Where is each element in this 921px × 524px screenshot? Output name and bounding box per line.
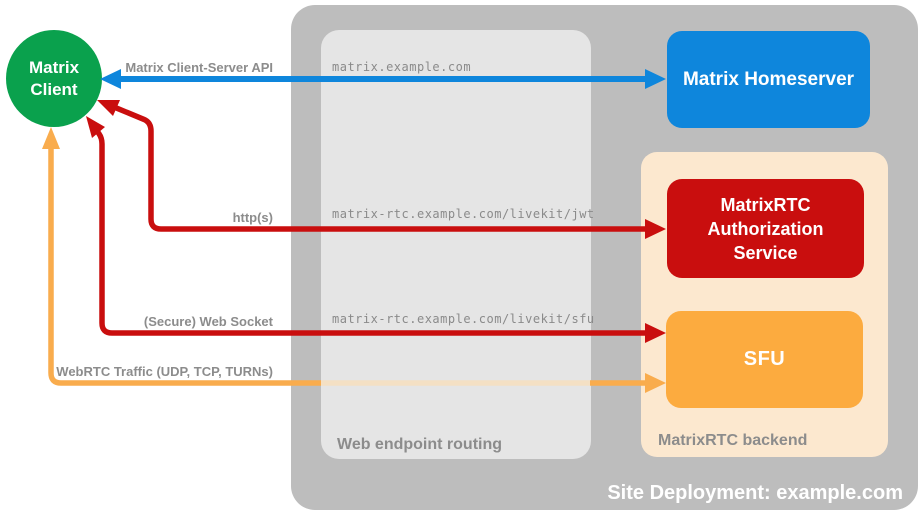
web-endpoint-routing-container xyxy=(321,30,591,459)
matrix-homeserver-node: Matrix Homeserver xyxy=(667,31,870,128)
api-edge-label: Matrix Client-Server API xyxy=(125,60,273,75)
auth-service-node: MatrixRTC Authorization Service xyxy=(667,179,864,278)
sfu-endpoint-url: matrix-rtc.example.com/livekit/sfu xyxy=(332,312,595,326)
site-deployment-label: Site Deployment: example.com xyxy=(607,482,903,504)
matrixrtc-backend-label: MatrixRTC backend xyxy=(658,432,808,449)
homeserver-endpoint-url: matrix.example.com xyxy=(332,60,472,74)
web-endpoint-routing-label: Web endpoint routing xyxy=(337,436,503,453)
matrix-homeserver-label: Matrix Homeserver xyxy=(682,68,855,90)
websocket-arrowhead-client xyxy=(86,116,105,138)
auth-service-label: MatrixRTC Authorization Service xyxy=(707,194,824,263)
webrtc-arrow-line xyxy=(48,146,321,386)
sfu-label: SFU xyxy=(743,348,786,370)
http-edge-label: http(s) xyxy=(232,210,273,225)
api-arrowhead-client xyxy=(100,69,121,89)
sfu-node: SFU xyxy=(666,311,863,408)
jwt-endpoint-url: matrix-rtc.example.com/livekit/jwt xyxy=(332,207,595,221)
matrix-client-label: Matrix Client xyxy=(28,57,80,99)
webrtc-arrowhead-client xyxy=(42,127,60,149)
webrtc-edge-label: WebRTC Traffic (UDP, TCP, TURNs) xyxy=(56,364,273,379)
http-arrowhead-client xyxy=(97,100,120,116)
matrix-client-node: Matrix Client xyxy=(6,30,102,127)
websocket-edge-label: (Secure) Web Socket xyxy=(143,314,273,329)
